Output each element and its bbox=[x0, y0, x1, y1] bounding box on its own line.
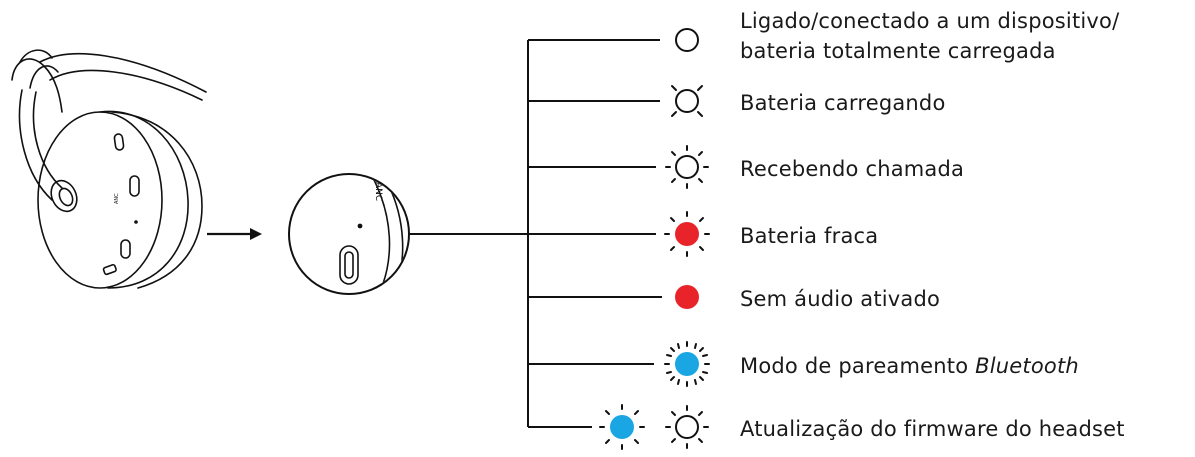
legend-label-connected-line1: Ligado/conectado a um dispositivo/ bbox=[740, 9, 1120, 33]
legend-label-incoming-call: Recebendo chamada bbox=[740, 157, 965, 181]
led-fast-blinking-blue-icon bbox=[664, 341, 710, 387]
led-blinking-white-icon bbox=[665, 145, 709, 189]
legend-label-firmware-update: Atualização do firmware do headset bbox=[740, 417, 1125, 441]
legend-label-bluetooth-pairing: Modo de pareamento Bluetooth bbox=[740, 351, 1079, 381]
led-solid-white-icon bbox=[675, 28, 699, 52]
zoom-anc-text: ANC bbox=[373, 182, 383, 201]
arrow-icon bbox=[207, 228, 262, 240]
headset-illustration: ANC bbox=[11, 49, 207, 289]
legend-label-connected-line2: bateria totalmente carregada bbox=[740, 39, 1056, 63]
legend-label-mute-on: Sem áudio ativado bbox=[740, 287, 941, 311]
legend-label-bluetooth-prefix: Modo de pareamento bbox=[740, 354, 976, 378]
led-blinking-red-icon bbox=[664, 211, 710, 257]
led-alternating-blue-white-icon bbox=[599, 404, 709, 450]
legend-connectors bbox=[527, 39, 662, 428]
headset-anc-text: ANC bbox=[114, 193, 120, 204]
legend-label-bluetooth-word: Bluetooth bbox=[975, 354, 1079, 378]
zoom-circle: ANC bbox=[288, 173, 528, 295]
legend-label-charging: Bateria carregando bbox=[740, 91, 946, 115]
legend-label-connected: Ligado/conectado a um dispositivo/ bater… bbox=[740, 6, 1119, 66]
legend-label-low-battery: Bateria fraca bbox=[740, 224, 879, 248]
led-pulsing-white-icon bbox=[671, 85, 703, 117]
led-solid-red-icon bbox=[675, 285, 699, 309]
